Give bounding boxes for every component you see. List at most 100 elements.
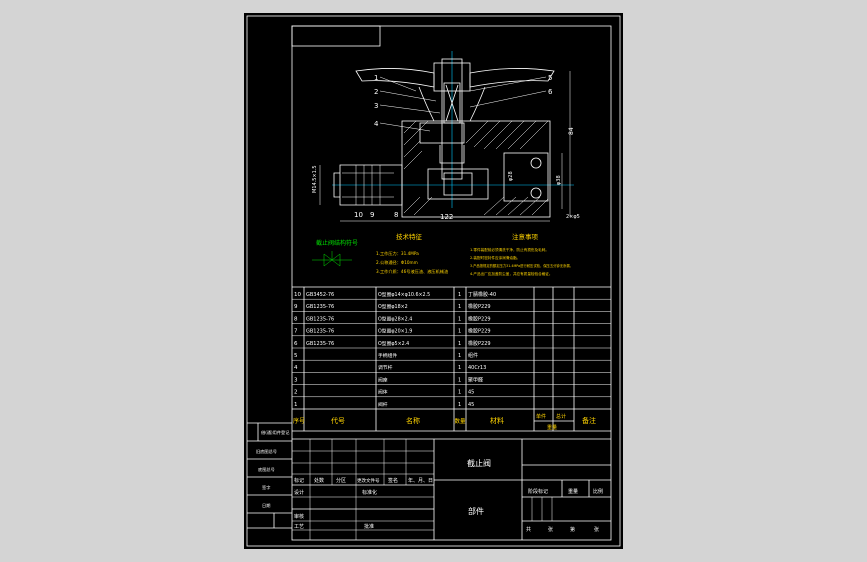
bom-cell-code: GB1235-76 (306, 329, 334, 335)
bom-cell-material: 橡胶P229 (468, 315, 491, 322)
valve-symbol-icon (312, 251, 352, 267)
corner-box (291, 25, 381, 47)
bom-cell-qty: 1 (458, 341, 461, 347)
tb-design: 设计 (294, 489, 304, 496)
valve-section-view (319, 51, 574, 222)
bom-head-unit: 单件 (536, 413, 546, 420)
bom-cell-qty: 1 (458, 377, 461, 383)
bom-cell-name: 手柄组件 (378, 352, 397, 359)
dim-right-b: φ28 (508, 171, 514, 181)
bom-cell-material: 45 (468, 390, 474, 396)
tb-count: 处数 (314, 477, 324, 484)
tb-standard: 标准化 (362, 489, 377, 496)
bom-cell-no: 7 (294, 329, 298, 335)
inner-frame (291, 25, 612, 541)
bom-cell-name: O型圈φ20×1.9 (378, 328, 412, 335)
outer-frame (246, 15, 621, 547)
dim-bottom-right: 2×φ5 (566, 214, 580, 220)
label-2: 2 (374, 88, 378, 96)
side-label-register: 借(通)用件登记 (261, 429, 290, 436)
label-8: 8 (394, 211, 398, 219)
tb-date: 年、月、日 (408, 477, 433, 484)
title-block-grid (292, 438, 611, 540)
dim-height: 84 (568, 127, 575, 135)
bom-cell-no: 10 (294, 292, 301, 298)
bom-cell-qty: 1 (458, 292, 461, 298)
bom-cell-material: 橡胶P229 (468, 340, 491, 347)
note-line-2: 2.装配时密封件应涂润滑油脂。 (470, 255, 520, 260)
bom-cell-name: 调节杆 (378, 364, 393, 371)
tb-sheets: 共 (526, 526, 531, 533)
tb-scale: 比例 (593, 488, 603, 495)
bom-cell-qty: 1 (458, 365, 461, 371)
tb-review: 审核 (294, 513, 304, 520)
bom-cell-material: 丁腈橡胶-40 (468, 291, 496, 298)
label-4: 4 (374, 120, 379, 128)
bom-cell-no: 4 (294, 365, 298, 371)
label-1: 1 (374, 74, 378, 82)
bom-cell-no: 2 (294, 390, 298, 396)
bom-cell-qty: 1 (458, 304, 461, 310)
label-10: 10 (354, 211, 363, 219)
bom-cell-code: GB1235-76 (306, 316, 334, 322)
tb-change-no: 更改文件号 (357, 477, 380, 484)
dim-length: 122 (440, 213, 453, 221)
tb-weight: 重量 (568, 488, 578, 495)
tb-zone: 分区 (336, 477, 346, 484)
bom-head-qty: 数量 (455, 417, 467, 425)
side-label-date: 日期 (262, 503, 270, 509)
dim-right-a: φ38 (556, 175, 562, 185)
bom-cell-no: 8 (294, 316, 298, 322)
bom-cell-material: 橡胶P229 (468, 328, 491, 335)
symbol-title: 截止阀结构符号 (316, 239, 358, 247)
tb-sign: 签名 (388, 477, 398, 484)
tb-page: 第 (570, 526, 575, 533)
tb-process: 工艺 (294, 524, 304, 530)
bom-cell-material: 45 (468, 402, 474, 408)
tech-line-3: 3.工作介质：46号液压油、液压机械油 (376, 268, 448, 275)
bom-cell-material: 40Cr13 (468, 365, 486, 371)
bom-cell-code: GB1235-76 (306, 304, 334, 310)
drawing-title: 截止阀 (467, 458, 491, 468)
tech-title: 技术特征 (396, 232, 423, 241)
tech-line-2: 2.公称通径：Φ10mm (376, 259, 418, 266)
bom-cell-material: 橡胶P229 (468, 303, 491, 310)
bom-cell-material: 聚甲醛 (468, 376, 483, 383)
label-3: 3 (374, 102, 378, 110)
tb-approve: 批准 (364, 523, 374, 530)
drawing-subtitle: 部件 (468, 506, 484, 516)
bom-cell-qty: 1 (458, 390, 461, 396)
label-5: 5 (548, 74, 552, 82)
bom-head-material: 材料 (490, 416, 504, 425)
tech-line-1: 1.工作压力：31.4MPa (376, 250, 419, 257)
drawing-svg: 1 2 3 4 5 6 10 9 8 122 84 M14.5×1.5 φ38 … (246, 15, 621, 547)
label-6: 6 (548, 88, 553, 96)
bom-cell-code: GB3452-76 (306, 292, 334, 298)
bom-cell-qty: 1 (458, 402, 461, 408)
bom-cell-no: 1 (294, 402, 298, 408)
side-label-base: 底图总号 (258, 466, 275, 473)
bom-cell-no: 5 (294, 353, 298, 359)
drawing-sheet: 1 2 3 4 5 6 10 9 8 122 84 M14.5×1.5 φ38 … (244, 13, 623, 549)
bom-head-no: 序号 (293, 417, 305, 425)
bom-cell-name: O型圈φ5×2.4 (378, 340, 409, 347)
bom-head-total: 总计 (556, 413, 566, 420)
bom-cell-name: O型圈φ18×2 (378, 303, 408, 310)
dim-left: M14.5×1.5 (312, 165, 318, 193)
bom-cell-no: 6 (294, 341, 298, 347)
bom-cell-name: O型圈φ14×φ10.6×2.5 (378, 291, 430, 298)
bom-cell-code: GB1235-76 (306, 341, 334, 347)
bom-cell-no: 9 (294, 304, 298, 310)
note-line-3: 3.产品按规定的额定压力31.4MPa进行耐压试验，保压五分钟无渗漏。 (470, 263, 573, 268)
bom-cell-no: 3 (294, 377, 298, 383)
bom-cell-name: O型圈φ28×2.4 (378, 315, 412, 322)
bom-cell-qty: 1 (458, 353, 461, 359)
note-line-4: 4.产品出厂应加盖防尘盖，并应有质量检验合格证。 (470, 271, 553, 276)
tb-sheet-unit: 张 (548, 526, 553, 533)
note-line-1: 1.零件装配前必须清洗干净，防止有损伤及毛刺。 (470, 247, 549, 252)
side-column (247, 422, 292, 529)
side-label-old-base: 旧底图总号 (256, 448, 277, 455)
notes-title: 注意事项 (512, 232, 539, 241)
bom-cell-name: 阀杆 (378, 401, 388, 408)
